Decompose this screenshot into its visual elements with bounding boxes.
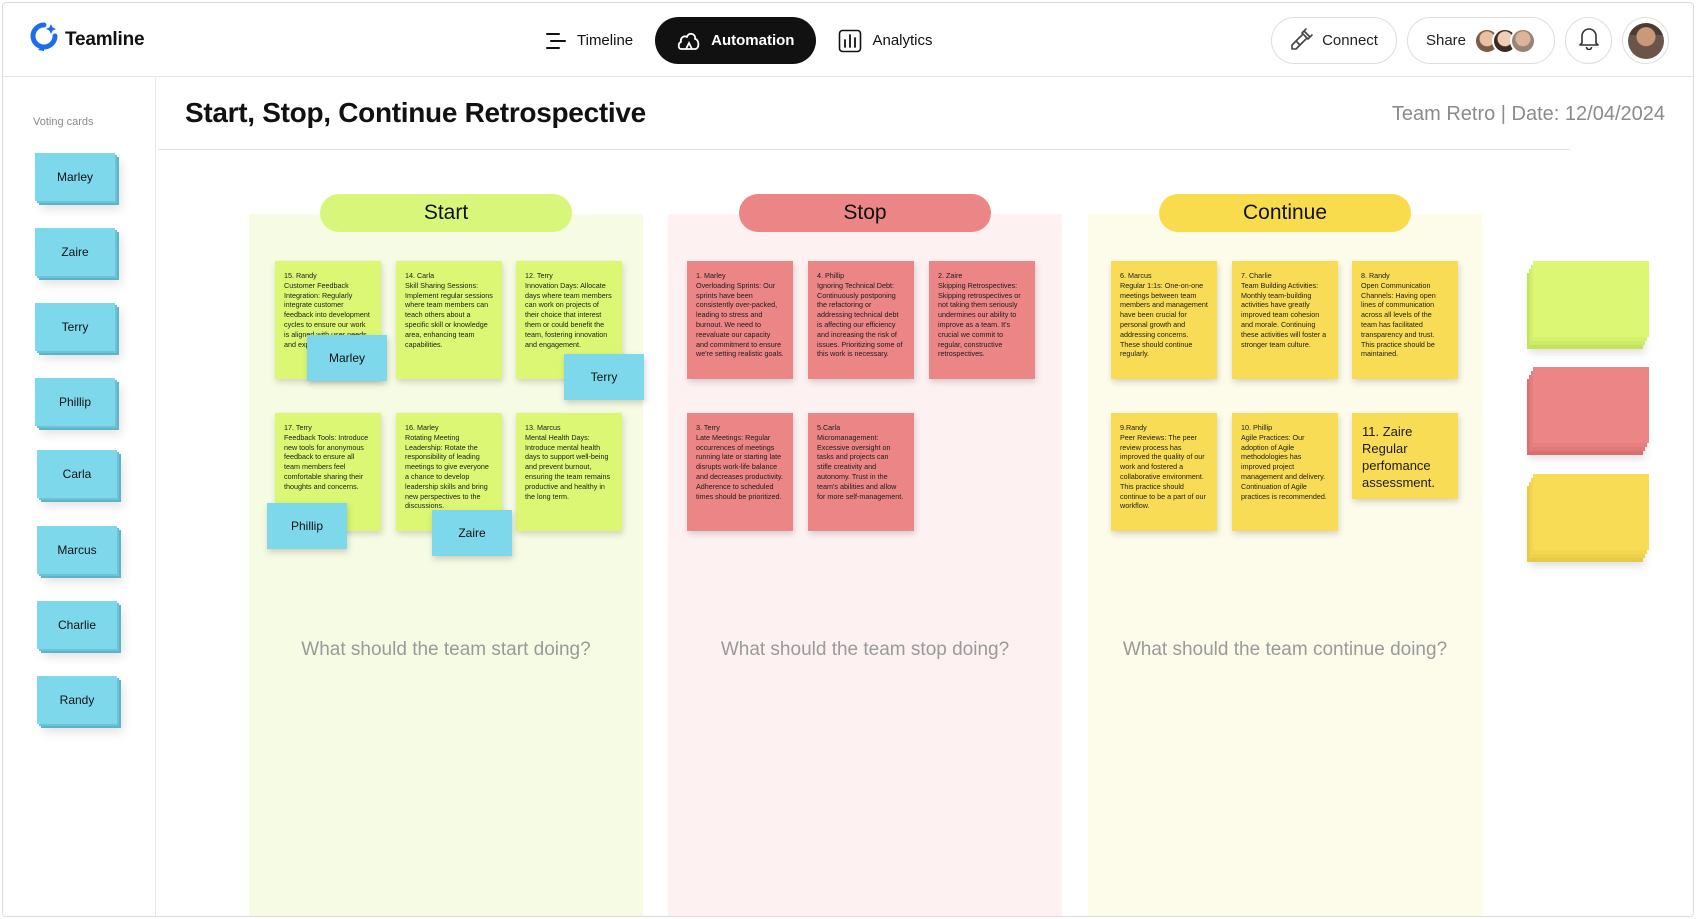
voting-card[interactable]: Carla [37, 450, 117, 498]
analytics-icon [838, 29, 862, 53]
stack-layer [1533, 261, 1649, 337]
header-tools: Connect Share [1271, 17, 1669, 64]
voting-card[interactable]: Terry [35, 303, 115, 351]
main-nav: Timeline Automation Analytics [523, 17, 955, 64]
divider [158, 149, 1570, 150]
voting-card[interactable]: Randy [37, 676, 117, 724]
voting-card[interactable]: Phillip [35, 378, 115, 426]
continue-header[interactable]: Continue [1159, 194, 1411, 232]
page-title: Start, Stop, Continue Retrospective [185, 97, 646, 128]
sidebar-title: Voting cards [33, 116, 94, 128]
yellow-note-stack[interactable] [1527, 474, 1649, 562]
green-note-stack[interactable] [1527, 261, 1649, 349]
start-prompt: What should the team start doing? [301, 639, 591, 660]
nav-automation-label: Automation [711, 32, 795, 49]
voting-card[interactable]: Zaire [35, 228, 115, 276]
vote-tag[interactable]: Marley [307, 335, 387, 381]
brand-name: Teamline [65, 28, 145, 50]
timeline-icon [545, 32, 567, 50]
stack-layer [1533, 367, 1649, 443]
nav-analytics[interactable]: Analytics [816, 17, 954, 64]
stop-header[interactable]: Stop [739, 194, 991, 232]
nav-automation[interactable]: Automation [655, 17, 817, 64]
vote-tag[interactable]: Phillip [267, 503, 347, 549]
nav-analytics-label: Analytics [872, 32, 933, 49]
voting-cards-sidebar: Voting cards Marley Zaire Terry Phillip … [3, 78, 156, 916]
nav-timeline-label: Timeline [577, 32, 634, 49]
voting-card[interactable]: Charlie [37, 601, 117, 649]
top-bar: Teamline Timeline Automation Analytics [3, 3, 1693, 77]
start-header[interactable]: Start [320, 194, 572, 232]
nav-timeline[interactable]: Timeline [523, 17, 655, 64]
share-label: Share [1425, 32, 1466, 49]
automation-icon [677, 30, 701, 52]
vote-tag[interactable]: Zaire [432, 510, 512, 556]
shared-users-avatars [1474, 27, 1536, 54]
plug-icon [1290, 27, 1314, 55]
share-button[interactable]: Share [1406, 17, 1555, 64]
vote-tag[interactable]: Terry [564, 354, 644, 400]
brand[interactable]: Teamline [29, 21, 145, 58]
avatar [1510, 27, 1536, 54]
red-note-stack[interactable] [1527, 367, 1649, 455]
bell-icon [1578, 26, 1600, 55]
voting-card[interactable]: Marley [35, 153, 115, 201]
avatar [1627, 22, 1664, 59]
stack-layer [1533, 474, 1649, 550]
continue-prompt: What should the team continue doing? [1122, 639, 1448, 660]
notifications-button[interactable] [1565, 17, 1612, 64]
team-date-info: Team Retro | Date: 12/04/2024 [1391, 103, 1665, 125]
connect-button[interactable]: Connect [1271, 17, 1397, 64]
connect-label: Connect [1322, 32, 1378, 49]
teamline-logo-icon [29, 21, 59, 58]
stop-prompt: What should the team stop doing? [720, 639, 1010, 660]
user-avatar[interactable] [1622, 17, 1669, 64]
voting-card[interactable]: Marcus [37, 526, 117, 574]
